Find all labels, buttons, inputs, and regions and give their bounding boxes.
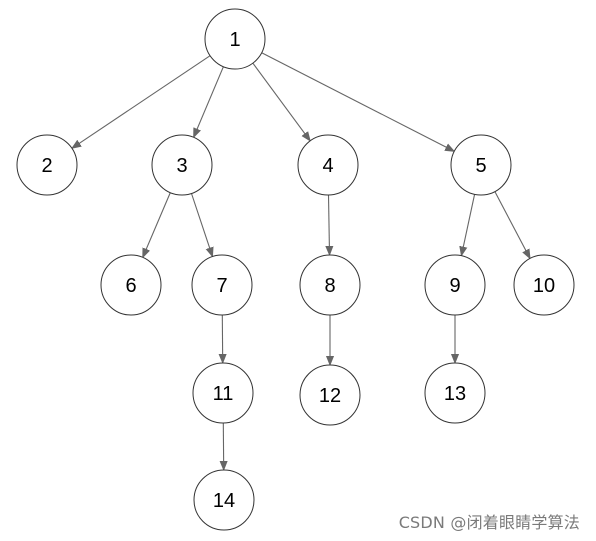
edge-3-6 xyxy=(143,192,171,257)
node-label-11: 11 xyxy=(213,383,234,405)
node-label-3: 3 xyxy=(176,155,187,177)
csdn-watermark: CSDN @闭着眼睛学算法 xyxy=(398,513,580,532)
node-circle-11 xyxy=(192,362,254,424)
node-label-8: 8 xyxy=(324,275,335,297)
node-label-10: 10 xyxy=(533,275,555,297)
node-label-7: 7 xyxy=(216,275,227,297)
tree-node-7: 7 xyxy=(191,254,253,316)
node-circle-14 xyxy=(193,469,255,531)
tree-node-13: 13 xyxy=(424,362,486,424)
node-circle-1 xyxy=(204,8,266,70)
edge-5-10 xyxy=(494,191,530,258)
tree-node-6: 6 xyxy=(100,254,162,316)
node-circle-7 xyxy=(191,254,253,316)
node-circle-9 xyxy=(424,254,486,316)
node-label-1: 1 xyxy=(229,29,240,51)
tree-node-11: 11 xyxy=(192,362,254,424)
edges-layer xyxy=(73,52,530,469)
edge-3-7 xyxy=(190,193,213,256)
edge-4-8 xyxy=(329,194,330,254)
node-circle-13 xyxy=(424,362,486,424)
node-label-4: 4 xyxy=(322,155,333,177)
node-circle-5 xyxy=(450,134,512,196)
node-circle-10 xyxy=(513,254,575,316)
tree-node-9: 9 xyxy=(424,254,486,316)
edge-5-9 xyxy=(462,194,476,254)
node-label-6: 6 xyxy=(125,275,136,297)
edge-1-5 xyxy=(261,52,454,151)
tree-node-10: 10 xyxy=(513,254,575,316)
node-label-12: 12 xyxy=(319,385,341,407)
tree-node-3: 3 xyxy=(151,134,213,196)
node-circle-3 xyxy=(151,134,213,196)
tree-node-1: 1 xyxy=(204,8,266,70)
edge-1-2 xyxy=(73,55,211,148)
node-circle-4 xyxy=(297,134,359,196)
node-label-13: 13 xyxy=(444,383,466,405)
node-circle-8 xyxy=(299,254,361,316)
node-label-14: 14 xyxy=(213,490,235,512)
node-label-2: 2 xyxy=(41,155,52,177)
tree-node-12: 12 xyxy=(299,364,361,426)
tree-node-8: 8 xyxy=(299,254,361,316)
node-label-5: 5 xyxy=(475,155,486,177)
tree-node-4: 4 xyxy=(297,134,359,196)
edge-1-3 xyxy=(194,66,224,137)
node-label-9: 9 xyxy=(449,275,460,297)
edge-1-4 xyxy=(252,62,310,140)
node-circle-12 xyxy=(299,364,361,426)
tree-node-5: 5 xyxy=(450,134,512,196)
tree-node-2: 2 xyxy=(16,134,78,196)
tree-node-14: 14 xyxy=(193,469,255,531)
node-circle-2 xyxy=(16,134,78,196)
node-circle-6 xyxy=(100,254,162,316)
